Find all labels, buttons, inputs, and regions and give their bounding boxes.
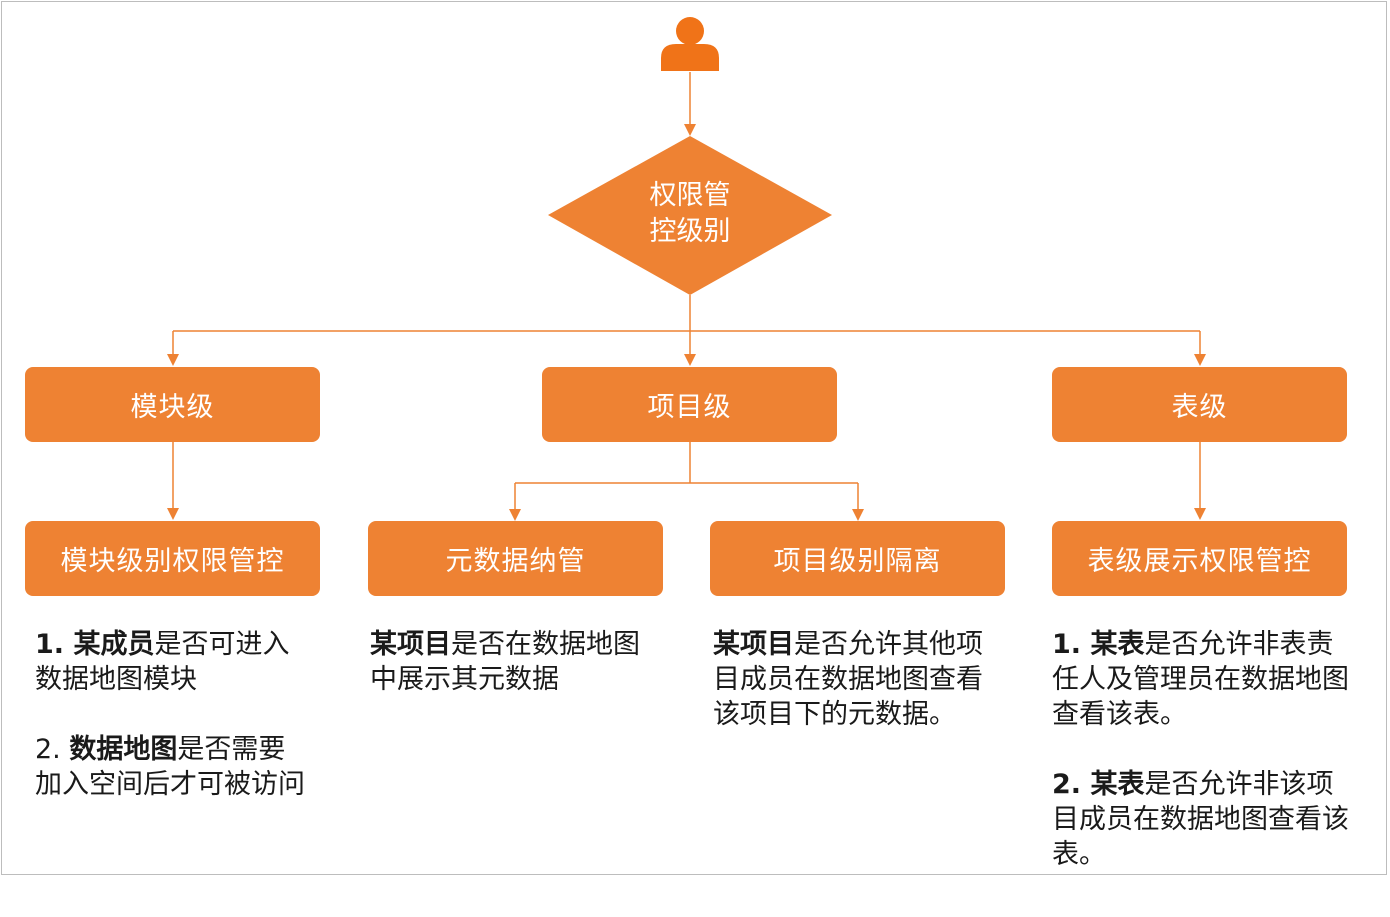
level-label-project: 项目级	[647, 392, 732, 423]
description-module-item2: 2. 数据地图是否需要加入空间后才可被访问	[35, 732, 310, 802]
level-box-project: 项目级	[542, 367, 837, 442]
description-metadata: 某项目是否在数据地图中展示其元数据	[370, 627, 642, 697]
control-box-metadata: 元数据纳管	[368, 521, 663, 596]
description-table: 1. 某表是否允许非表责任人及管理员在数据地图查看该表。 2. 某表是否允许非该…	[1052, 627, 1352, 872]
subject-bold: 1. 某表	[1052, 629, 1145, 660]
description-table-item1: 1. 某表是否允许非表责任人及管理员在数据地图查看该表。	[1052, 627, 1352, 732]
control-box-module-access: 模块级别权限管控	[25, 521, 320, 596]
level-label-table: 表级	[1171, 392, 1228, 423]
description-module-item1: 1. 某成员是否可进入数据地图模块	[35, 627, 310, 697]
subject-bold: 某项目	[370, 629, 451, 660]
control-label-metadata: 元数据纳管	[445, 546, 586, 577]
control-box-project-isolation: 项目级别隔离	[710, 521, 1005, 596]
decision-label-line1: 权限管	[649, 180, 731, 211]
subject-bold: 某项目	[713, 629, 794, 660]
description-text: 是否在数据地图中展示其元数据	[370, 629, 640, 695]
description-module: 1. 某成员是否可进入数据地图模块 2. 数据地图是否需要加入空间后才可被访问	[35, 627, 310, 802]
description-text: 是否允许其他项目成员在数据地图查看该项目下的元数据。	[713, 629, 983, 730]
description-text: 是否允许非表责任人及管理员在数据地图查看该表。	[1052, 629, 1349, 730]
subject-bold: 数据地图	[69, 734, 178, 765]
description-project: 某项目是否允许其他项目成员在数据地图查看该项目下的元数据。	[713, 627, 985, 732]
control-label-table-display: 表级展示权限管控	[1087, 546, 1312, 577]
description-text: 是否允许非该项目成员在数据地图查看该表。	[1052, 769, 1349, 870]
level-box-module: 模块级	[25, 367, 320, 442]
description-text: 是否需要加入空间后才可被访问	[35, 734, 305, 800]
control-label-project-isolation: 项目级别隔离	[773, 546, 942, 577]
decision-label-line2: 控级别	[649, 216, 731, 247]
description-metadata-item1: 某项目是否在数据地图中展示其元数据	[370, 627, 642, 697]
level-box-table: 表级	[1052, 367, 1347, 442]
diagram-frame	[1, 1, 1387, 875]
description-project-item1: 某项目是否允许其他项目成员在数据地图查看该项目下的元数据。	[713, 627, 985, 732]
level-label-module: 模块级	[130, 392, 215, 423]
control-label-module-access: 模块级别权限管控	[60, 546, 285, 577]
description-table-item2: 2. 某表是否允许非该项目成员在数据地图查看该表。	[1052, 767, 1352, 872]
item-number: 2.	[35, 734, 70, 765]
user-icon	[661, 17, 719, 71]
control-box-table-display: 表级展示权限管控	[1052, 521, 1347, 596]
item-number: 1.	[35, 629, 74, 660]
decision-diamond	[548, 136, 832, 295]
subject-bold: 2. 某表	[1052, 769, 1145, 800]
decision-label: 权限管 控级别	[600, 178, 780, 250]
description-text: 是否可进入数据地图模块	[35, 629, 290, 695]
subject-bold: 某成员	[73, 629, 155, 660]
